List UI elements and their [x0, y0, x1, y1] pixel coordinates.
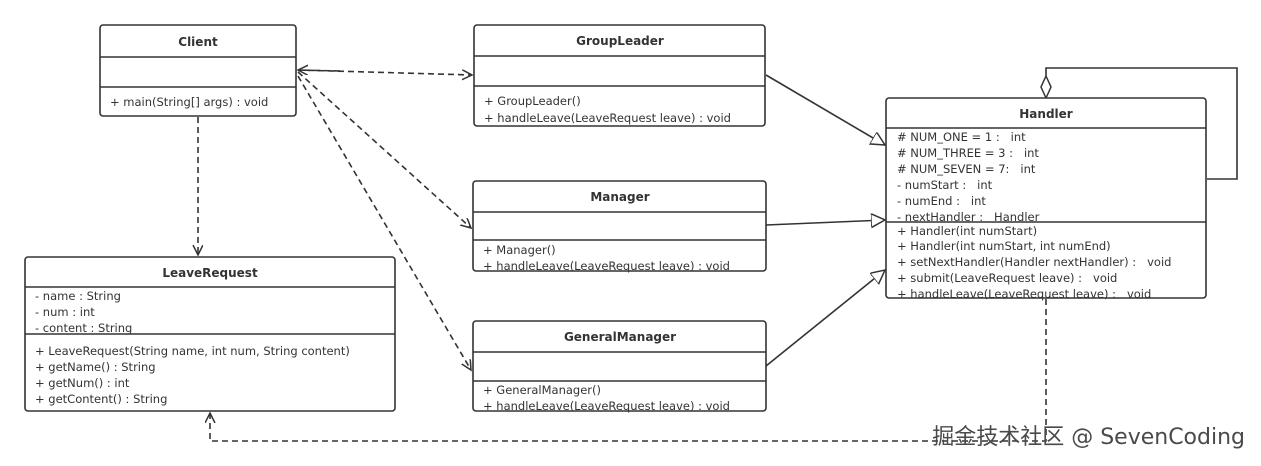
method: + getName() : String: [35, 360, 156, 374]
method: + handleLeave(LeaveRequest leave) : void: [483, 399, 730, 413]
class-leaverequest[interactable]: LeaveRequest - name : String - num : int…: [24, 256, 396, 412]
class-name: GeneralManager: [564, 330, 676, 344]
class-generalmanager[interactable]: GeneralManager + GeneralManager() + hand…: [472, 320, 767, 413]
method: + handleLeave(LeaveRequest leave) : void: [897, 287, 1151, 301]
class-manager[interactable]: Manager + Manager() + handleLeave(LeaveR…: [472, 180, 767, 273]
method: + setNextHandler(Handler nextHandler) : …: [897, 255, 1171, 269]
method: + getContent() : String: [35, 392, 167, 406]
method: + Manager(): [483, 243, 556, 257]
method: + Handler(int numStart): [897, 224, 1037, 238]
inherit-groupleader-handler: [765, 74, 885, 145]
method: + handleLeave(LeaveRequest leave) : void: [484, 111, 731, 125]
inherit-manager-handler: [765, 220, 885, 225]
method: + main(String[] args) : void: [110, 95, 268, 109]
method: + getNum() : int: [35, 376, 130, 390]
class-handler[interactable]: Handler # NUM_ONE = 1 : int # NUM_THREE …: [885, 97, 1207, 301]
class-client[interactable]: Client + main(String[] args) : void: [99, 24, 297, 117]
method: + submit(LeaveRequest leave) : void: [897, 271, 1117, 285]
attribute: # NUM_SEVEN = 7: int: [897, 162, 1036, 176]
attribute: # NUM_THREE = 3 : int: [897, 146, 1039, 160]
attribute: - nextHandler : Handler: [897, 210, 1040, 224]
attribute: - numEnd : int: [897, 194, 986, 208]
class-name: Handler: [1019, 107, 1073, 121]
class-name: Manager: [590, 190, 649, 204]
dep-client-generalmanager: [297, 75, 471, 370]
attribute: - name : String: [35, 289, 121, 303]
attribute: - content : String: [35, 321, 132, 335]
attribute: - num : int: [35, 305, 95, 319]
inherit-generalmanager-handler: [765, 270, 885, 367]
class-name: LeaveRequest: [162, 266, 258, 280]
class-groupleader[interactable]: GroupLeader + GroupLeader() + handleLeav…: [473, 24, 766, 127]
dep-client-groupleader: [297, 69, 472, 75]
dep-handler-leaverequest: [210, 299, 1047, 442]
dep-client-groupleader-back: [298, 70, 341, 71]
method: + Handler(int numStart, int numEnd): [897, 239, 1111, 253]
class-name: Client: [178, 35, 218, 49]
method: + LeaveRequest(String name, int num, Str…: [35, 344, 350, 358]
method: + GeneralManager(): [483, 383, 601, 397]
dep-client-manager: [297, 71, 471, 228]
method: + GroupLeader(): [484, 94, 581, 108]
relations: [198, 67, 1238, 442]
attribute: # NUM_ONE = 1 : int: [897, 130, 1026, 144]
class-name: GroupLeader: [576, 34, 664, 48]
attribute: - numStart : int: [897, 178, 993, 192]
watermark: 掘金技术社区 @ SevenCoding: [932, 425, 1245, 450]
aggregation-diamond: [1040, 74, 1052, 100]
method: + handleLeave(LeaveRequest leave) : void: [483, 259, 730, 273]
aggregation-handler-self: [1045, 67, 1238, 180]
